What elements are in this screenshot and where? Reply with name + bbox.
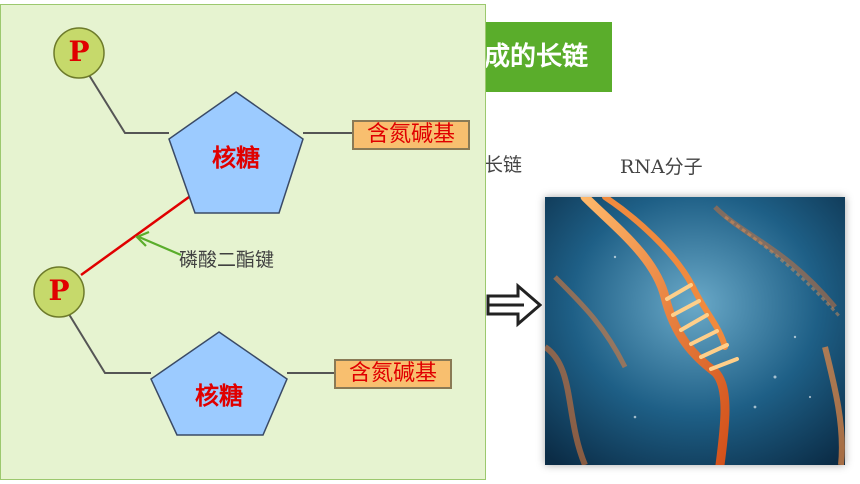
nucleotide-diagram-drawing (33, 27, 353, 436)
phosphodiester-bond-line (80, 195, 190, 277)
rna-double-helix-image (543, 192, 845, 470)
phosphate-label-bottom: P (48, 274, 70, 307)
bond-pointer-arrow (135, 230, 182, 257)
rna-molecule-caption: RNA分子 (620, 156, 703, 178)
phosphodiester-bond-label: 磷酸二酯键 (179, 249, 275, 271)
ribose-pentagon-top (168, 91, 304, 214)
double-right-arrow-icon (486, 282, 543, 332)
nucleotide-diagram-panel: P P 核糖 核糖 含氮碱基 含氮碱基 磷酸二酯键 (0, 4, 486, 480)
nitrogenous-base-box-bottom: 含氮碱基 (334, 359, 452, 389)
phosphate-circle-top (53, 27, 105, 79)
chain-caption: 长链 (484, 154, 523, 176)
slide-title-banner: 成的长链 (486, 22, 612, 92)
ribose-label-bottom: 核糖 (195, 382, 243, 410)
slide-title-text: 成的长链 (486, 42, 589, 72)
phosphate-label-top: P (68, 35, 90, 68)
nitrogenous-base-box-top: 含氮碱基 (352, 120, 470, 150)
ribose-pentagon-bottom (150, 331, 288, 436)
ribose-label-top: 核糖 (212, 144, 260, 172)
phosphate-circle-bottom (33, 266, 85, 318)
